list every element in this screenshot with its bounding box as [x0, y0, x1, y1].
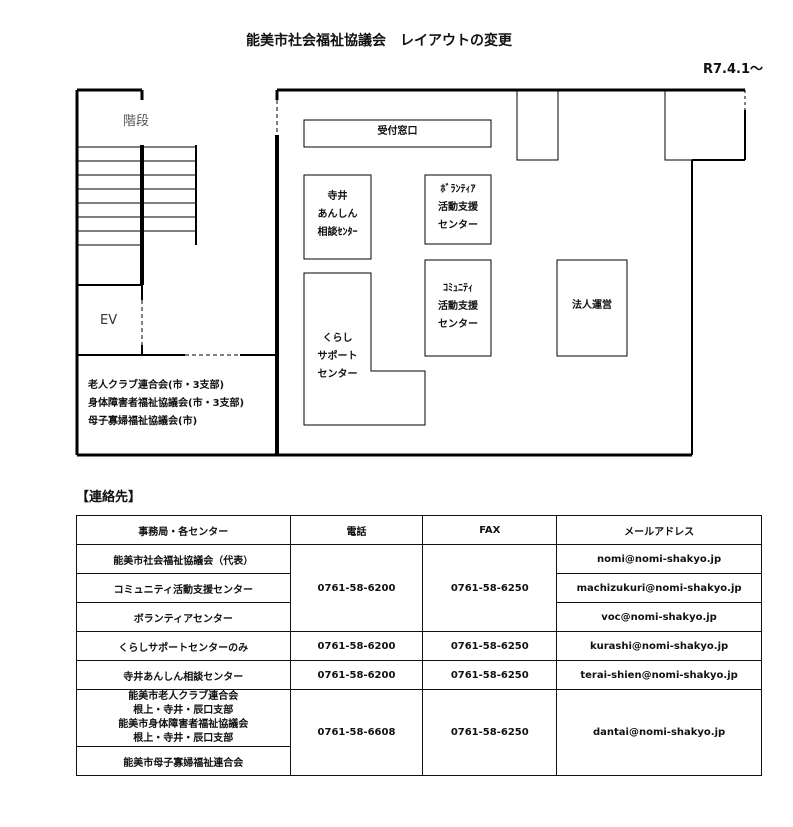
terai-room — [303, 174, 372, 260]
table-row: ボランティアセンター voc@nomi-shakyo.jp — [76, 602, 762, 632]
corporate-label: 法人運営 — [572, 300, 612, 311]
volunteer-room — [424, 174, 492, 245]
table-row: 寺井あんしん相談センター 0761-58-6200 0761-58-6250 t… — [76, 660, 762, 690]
email-cell[interactable]: kurashi@nomi-shakyo.jp — [556, 631, 762, 661]
partition — [516, 90, 559, 161]
page-title: 能美市社会福祉協議会 レイアウトの変更 — [246, 33, 512, 49]
office-name: くらしサポートセンターのみ — [76, 631, 291, 661]
ev-label: EV — [100, 313, 118, 328]
community-label: ｺﾐｭﾆﾃｨ 活動支援 センター — [438, 283, 478, 330]
fax-cell: 0761-58-6250 — [422, 689, 558, 776]
fax-cell: 0761-58-6250 — [422, 660, 558, 690]
office-name: 能美市老人クラブ連合会 根上・寺井・辰口支部 能美市身体障害者福祉協議会 根上・… — [76, 689, 291, 747]
stairs-label: 階段 — [123, 114, 150, 129]
fax-cell: 0761-58-6250 — [422, 631, 558, 661]
floor-plan — [75, 88, 746, 457]
kurashi-room — [303, 272, 426, 426]
table-row: 能美市社会福祉協議会（代表） 0761-58-6200 0761-58-6250… — [76, 544, 762, 632]
tel-cell: 0761-58-6200 — [289, 544, 424, 632]
email-cell[interactable]: nomi@nomi-shakyo.jp — [556, 544, 762, 574]
terai-label: 寺井 あんしん 相談ｾﾝﾀｰ — [317, 191, 358, 238]
reception-label: 受付窓口 — [377, 126, 418, 137]
table-row: くらしサポートセンターのみ 0761-58-6200 0761-58-6250 … — [76, 631, 762, 661]
corporate-room — [556, 259, 628, 357]
office-name: ボランティアセンター — [76, 602, 291, 632]
header-tel: 電話 — [289, 515, 424, 545]
contacts-table: 事務局・各センター 電話 FAX メールアドレス 能美市社会福祉協議会（代表） … — [76, 515, 762, 776]
office-name: 能美市母子寡婦福祉連合会 — [76, 746, 291, 776]
tel-cell: 0761-58-6200 — [289, 660, 424, 690]
kurashi-label: くらし サポート センター — [317, 333, 358, 380]
header-fax: FAX — [422, 515, 558, 545]
email-cell[interactable]: machizukuri@nomi-shakyo.jp — [556, 573, 762, 603]
table-row: 能美市老人クラブ連合会 根上・寺井・辰口支部 能美市身体障害者福祉協議会 根上・… — [76, 689, 762, 776]
office-name: 寺井あんしん相談センター — [76, 660, 291, 690]
volunteer-label: ﾎﾞﾗﾝﾃｨｱ 活動支援 センター — [438, 184, 478, 231]
fax-cell: 0761-58-6250 — [422, 544, 558, 632]
effective-date: R7.4.1～ — [703, 62, 764, 77]
community-room — [424, 259, 492, 357]
contacts-heading: 【連絡先】 — [76, 490, 142, 505]
table-header-row: 事務局・各センター 電話 FAX メールアドレス — [76, 515, 762, 545]
office-name: 能美市社会福祉協議会（代表） — [76, 544, 291, 574]
tel-cell: 0761-58-6200 — [289, 631, 424, 661]
reception-counter — [303, 119, 492, 148]
header-email: メールアドレス — [556, 515, 762, 545]
tel-cell: 0761-58-6608 — [289, 689, 424, 776]
table-row: コミュニティ活動支援センター machizukuri@nomi-shakyo.j… — [76, 573, 762, 603]
email-cell[interactable]: voc@nomi-shakyo.jp — [556, 602, 762, 632]
header-office: 事務局・各センター — [76, 515, 291, 545]
table-row: 能美市母子寡婦福祉連合会 — [76, 746, 762, 776]
office-name: コミュニティ活動支援センター — [76, 573, 291, 603]
partition — [664, 90, 692, 161]
clubs-room-label: 老人クラブ連合会(市・3支部) 身体障害者福祉協議会(市・3支部) 母子寡婦福祉… — [88, 380, 245, 427]
email-cell[interactable]: terai-shien@nomi-shakyo.jp — [556, 660, 762, 690]
email-cell[interactable]: dantai@nomi-shakyo.jp — [556, 689, 762, 776]
